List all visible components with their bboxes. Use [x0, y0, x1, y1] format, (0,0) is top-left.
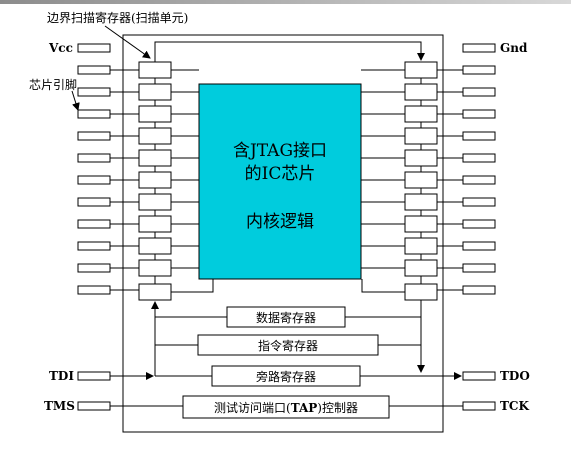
left-scan-cells [138, 61, 172, 301]
tap-label-bold: TAP [290, 401, 318, 415]
gnd-pin-label: Gnd [500, 41, 528, 55]
boundary-scan-annotation: 边界扫描寄存器(扫描单元) [47, 11, 189, 25]
bypass-register-label: 旁路寄存器 [255, 370, 316, 384]
core-title-line1: 含JTAG接口 [232, 141, 328, 161]
chip-outline [122, 34, 444, 433]
tck-pin-label: TCK [500, 399, 529, 413]
tdo-pin-label: TDO [500, 369, 530, 383]
top-accent-bar [0, 0, 571, 4]
core-logic-block [198, 83, 362, 280]
tap-controller-label: 测试访问端口(TAP)控制器 [183, 399, 389, 416]
tap-label-suffix: )控制器 [317, 401, 358, 415]
instruction-register-label: 指令寄存器 [257, 339, 318, 353]
tap-label-prefix: 测试访问端口( [214, 401, 291, 415]
data-register-label: 数据寄存器 [255, 311, 316, 325]
chip-pins-annotation: 芯片引脚 [29, 78, 78, 92]
vcc-pin-label: Vcc [49, 41, 73, 55]
core-title-line3: 内核逻辑 [246, 212, 314, 232]
right-pins [462, 43, 496, 411]
tap-controller-box [182, 395, 390, 419]
core-title-line2: 的IC芯片 [244, 164, 316, 184]
right-scan-cells [404, 61, 438, 301]
tdi-pin-label: TDI [49, 369, 74, 383]
tms-pin-label: TMS [44, 399, 75, 413]
left-pins [77, 43, 111, 411]
